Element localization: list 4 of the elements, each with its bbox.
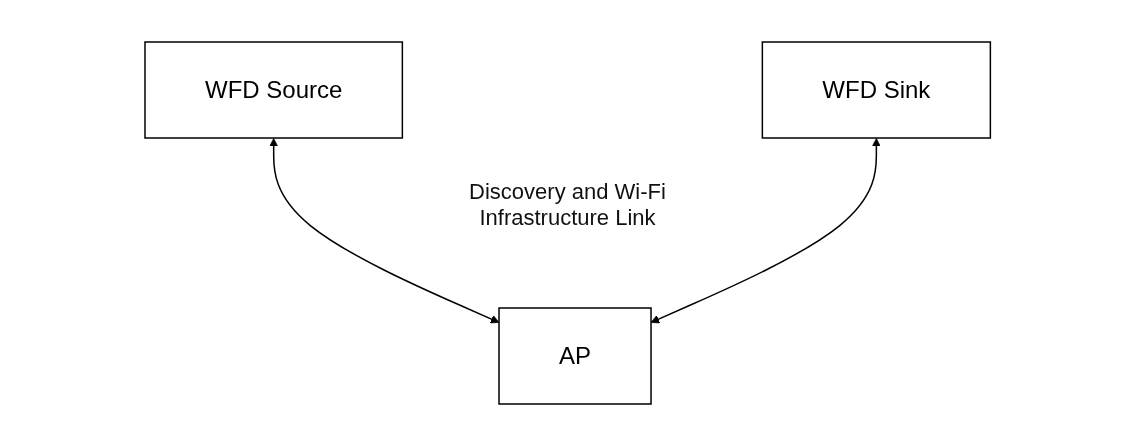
node-box: WFD Sink [761, 41, 991, 139]
arrow [650, 138, 881, 324]
node-box: AP [498, 307, 652, 405]
node-box: WFD Source [144, 41, 403, 139]
